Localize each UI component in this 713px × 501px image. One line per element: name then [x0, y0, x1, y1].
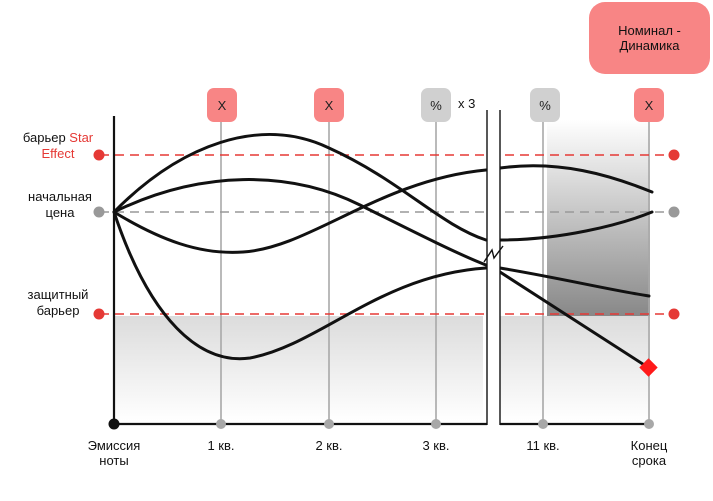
path-upper-right-continue [498, 210, 654, 242]
multiplier-label: x 3 [458, 96, 476, 111]
star-barrier-dot-left [93, 149, 105, 161]
q11-point [538, 419, 548, 429]
path-wave [112, 168, 488, 254]
level-lines [100, 154, 674, 315]
final-value-diamond [639, 358, 658, 377]
path-top-arc [112, 133, 488, 242]
memory-box-q3: % [421, 88, 451, 122]
path-second [112, 178, 488, 267]
end-point [644, 419, 654, 429]
axis-break [483, 110, 504, 440]
path-wave-right [498, 164, 654, 194]
path-low [112, 210, 488, 361]
protective-barrier-dot-right [668, 308, 680, 320]
issue-point [108, 418, 120, 430]
nominal-dynamics-box: Номинал -Динамика [589, 2, 710, 74]
initial-price-dot-left [93, 206, 105, 218]
coupon-box-end: X [634, 88, 664, 122]
observation-lines [220, 120, 650, 424]
q3-label: 3 кв. [422, 438, 450, 453]
price-paths [112, 133, 654, 370]
star-barrier-label: барьер Star Effect [22, 130, 94, 161]
path-low-right [498, 266, 651, 298]
star-barrier-dot-right [668, 149, 680, 161]
q1-point [216, 419, 226, 429]
initial-price-label: начальная цена [28, 189, 92, 220]
protective-zone-shading-left [115, 316, 483, 421]
q2-point [324, 419, 334, 429]
initial-price-dot-right [668, 206, 680, 218]
coupon-box-q2: X [314, 88, 344, 122]
q11-label: 11 кв. [526, 438, 560, 453]
protective-zone-shading-right [500, 316, 650, 421]
q1-label: 1 кв. [207, 438, 235, 453]
protective-barrier-label: защитный барьер [27, 287, 89, 318]
coupon-box-q1: X [207, 88, 237, 122]
q2-label: 2 кв. [315, 438, 343, 453]
protective-barrier-dot-left [93, 308, 105, 320]
memory-box-q11: % [530, 88, 560, 122]
path-knockdown [498, 270, 651, 370]
q3-point [431, 419, 441, 429]
